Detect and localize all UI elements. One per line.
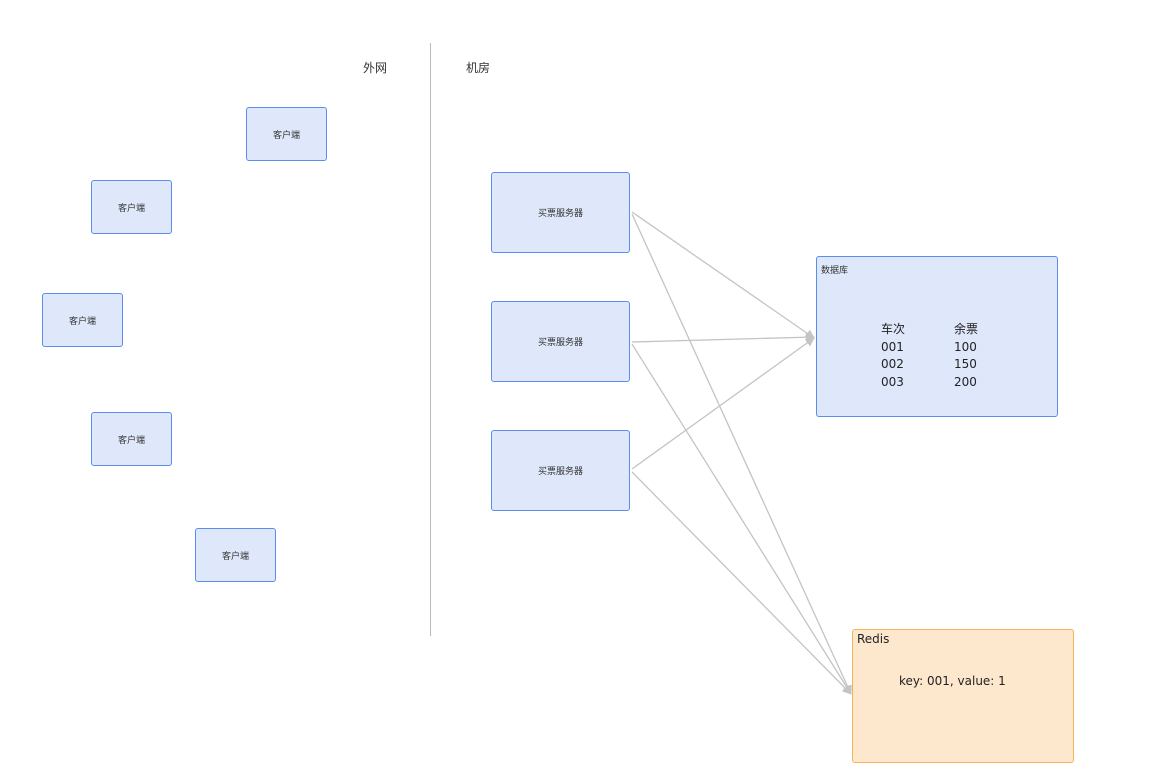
network-divider [430,43,431,636]
client-label: 客户端 [68,316,96,327]
client-node-1[interactable]: 客户端 [246,107,327,161]
server-label: 买票服务器 [537,467,583,477]
edge-server-2-database [631,332,815,343]
train-number-cell: 001 [881,339,904,354]
server-label: 买票服务器 [537,338,583,348]
remaining-tickets-cell: 150 [954,357,977,371]
redis-entry: key: 001, value: 1 [899,674,1006,688]
redis-title: Redis [857,632,890,646]
ticket-server-node-1[interactable]: 买票服务器 [491,172,630,253]
client-node-5[interactable]: 客户端 [195,528,276,582]
client-label: 客户端 [117,435,145,446]
ticket-table: 车次 余票 001 100 002 150 003 200 [881,321,978,391]
train-number-cell: 003 [881,374,904,389]
server-label: 买票服务器 [537,209,583,219]
client-label: 客户端 [272,130,300,141]
table-row: 003 200 [881,374,978,392]
remaining-tickets-cell: 200 [954,374,977,389]
zone-label-outside: 外网 [363,61,388,75]
edge-server-3-database [631,337,815,470]
table-row: 002 150 [881,356,978,374]
column-header-train: 车次 [881,322,906,336]
redis-node[interactable]: Redis key: 001, value: 1 [852,629,1074,763]
client-node-3[interactable]: 客户端 [42,293,123,347]
column-header-remaining: 余票 [954,322,979,336]
database-title: 数据库 [821,266,849,276]
table-row: 001 100 [881,339,978,357]
remaining-tickets-cell: 100 [954,339,977,354]
ticket-server-node-2[interactable]: 买票服务器 [491,301,630,382]
client-node-2[interactable]: 客户端 [91,180,172,234]
edge-server-1-database [631,211,815,339]
client-label: 客户端 [221,551,249,562]
client-label: 客户端 [117,203,145,214]
zone-label-datacenter: 机房 [466,61,491,75]
client-node-4[interactable]: 客户端 [91,412,172,466]
ticket-table-header: 车次 余票 [881,321,978,339]
ticket-server-node-3[interactable]: 买票服务器 [491,430,630,511]
edges-to-database [631,211,815,470]
train-number-cell: 002 [881,357,904,371]
edge-server-3-redis [631,471,852,695]
database-node[interactable]: 数据库 车次 余票 001 100 002 150 003 2 [816,256,1058,417]
